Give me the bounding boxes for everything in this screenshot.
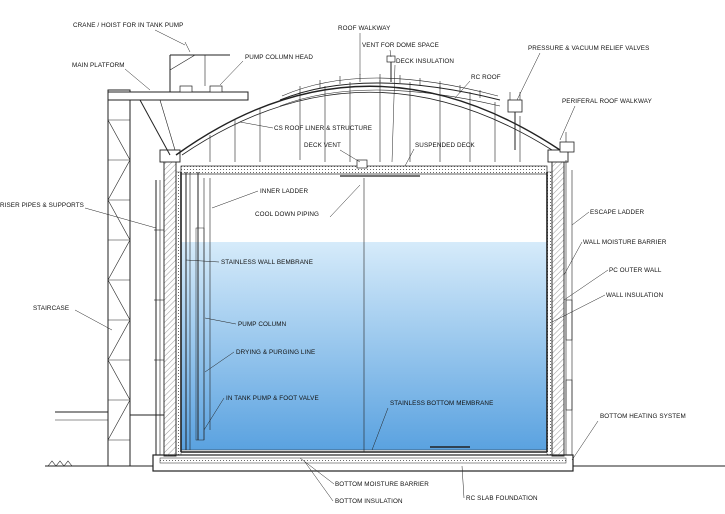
label-bottom-insulation: BOTTOM INSULATION <box>335 498 403 505</box>
roof-walkway <box>281 74 499 98</box>
labels: CRANE / HOIST FOR IN TANK PUMP MAIN PLAT… <box>0 22 686 505</box>
label-inner-ladder: INNER LADDER <box>260 188 308 195</box>
label-drying-line: DRYING & PURGING LINE <box>236 349 315 356</box>
pump-column-head <box>179 85 223 93</box>
label-deck-insulation: DECK INSULATION <box>396 58 454 65</box>
label-cool-down: COOL DOWN PIPING <box>255 211 319 218</box>
label-escape-ladder: ESCAPE LADDER <box>590 209 644 216</box>
rc-slab-foundation <box>152 454 574 472</box>
label-vent-dome: VENT FOR DOME SPACE <box>362 42 439 49</box>
dome-roof <box>175 80 561 162</box>
label-pump-column-head: PUMP COLUMN HEAD <box>245 54 313 61</box>
label-wall-insulation: WALL INSULATION <box>606 292 664 299</box>
label-main-platform: MAIN PLATFORM <box>72 62 125 69</box>
label-cs-roof: CS ROOF LINER & STRUCTURE <box>274 125 372 132</box>
label-peripheral-walkway: PERIFERAL ROOF WALKWAY <box>562 98 653 105</box>
label-pump-column: PUMP COLUMN <box>238 321 287 328</box>
label-riser-pipes: RISER PIPES & SUPPORTS <box>0 202 84 209</box>
label-bottom-moisture: BOTTOM MOISTURE BARRIER <box>335 481 429 488</box>
outer-riser-pipes <box>154 180 164 455</box>
label-deck-vent: DECK VENT <box>304 142 341 149</box>
label-pv-valves: PRESSURE & VACUUM RELIEF VALVES <box>528 45 649 52</box>
label-suspended-deck: SUSPENDED DECK <box>415 142 476 149</box>
label-staircase: STAIRCASE <box>33 305 69 312</box>
escape-ladder <box>565 160 573 455</box>
label-roof-walkway: ROOF WALKWAY <box>338 25 391 32</box>
inner-tank <box>180 172 548 453</box>
platform-tower <box>55 89 249 467</box>
suspended-deck <box>180 159 548 177</box>
label-bottom-membrane: STAINLESS BOTTOM MEMBRANE <box>390 400 493 407</box>
label-stainless-wall: STAINLESS WALL BEMBRANE <box>221 259 313 266</box>
label-rc-slab: RC SLAB FOUNDATION <box>466 495 538 502</box>
pc-outer-wall <box>159 149 569 457</box>
label-rc-roof: RC ROOF <box>471 74 501 81</box>
riser-pipes <box>185 172 211 450</box>
pressure-vacuum-valves <box>507 92 523 150</box>
label-in-tank-pump: IN TANK PUMP & FOOT VALVE <box>226 395 319 402</box>
crane-hoist <box>169 41 230 92</box>
label-bottom-heating: BOTTOM HEATING SYSTEM <box>600 413 686 420</box>
label-crane: CRANE / HOIST FOR IN TANK PUMP <box>73 22 183 29</box>
label-wall-moisture: WALL MOISTURE BARRIER <box>583 239 667 246</box>
peripheral-walkway <box>559 132 575 153</box>
label-pc-outer-wall: PC OUTER WALL <box>609 267 662 274</box>
